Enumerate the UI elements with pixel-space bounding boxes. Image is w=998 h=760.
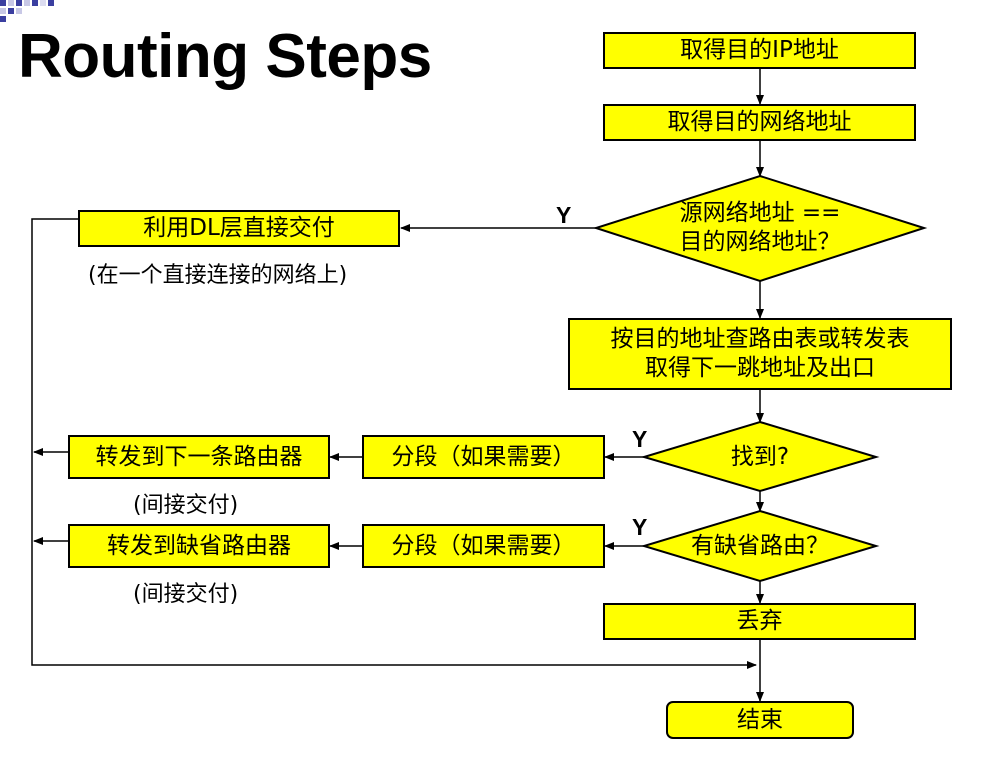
decision-default-route-label: 有缺省路由？: [691, 532, 829, 559]
step-fragment-1-label: 分段（如果需要）: [391, 443, 576, 470]
step-end-label: 结束: [737, 706, 783, 733]
direct-delivery-note: (在一个直接连接的网络上): [88, 263, 348, 288]
corner-decoration: [0, 0, 54, 22]
step-direct-delivery-label: 利用DL层直接交付: [143, 215, 335, 242]
step-lookup-line-2: 取得下一跳地址及出口: [645, 355, 875, 381]
step-forward-default-router: 转发到缺省路由器: [68, 524, 330, 568]
step-lookup-line-1: 按目的地址查路由表或转发表: [610, 326, 910, 353]
decision-default-route-text: 有缺省路由？: [660, 528, 860, 564]
decision-same-network-line-2: 目的网络地址？: [679, 229, 841, 255]
step-get-dest-network: 取得目的网络地址: [603, 104, 916, 141]
step-direct-delivery: 利用DL层直接交付: [78, 210, 400, 247]
page-title: Routing Steps: [18, 22, 432, 91]
step-lookup-routing-table: 按目的地址查路由表或转发表 取得下一跳地址及出口: [568, 318, 952, 390]
step-fragment-2: 分段（如果需要）: [362, 524, 605, 568]
decision-found-text: 找到?: [680, 439, 840, 475]
decision-same-network-line-1: 源网络地址 ==: [679, 200, 841, 227]
step-get-dest-ip-label: 取得目的IP地址: [680, 37, 839, 64]
arrow-direct-delivery-to-end: [31, 218, 757, 669]
decision-same-network-text: 源网络地址 == 目的网络地址？: [640, 194, 880, 262]
step-fragment-1: 分段（如果需要）: [362, 435, 605, 479]
step-get-dest-ip: 取得目的IP地址: [603, 32, 916, 69]
forward-next-note: (间接交付): [133, 493, 239, 518]
yes-label-default-route: Y: [632, 514, 648, 540]
yes-label-same-network: Y: [556, 202, 572, 228]
step-end: 结束: [666, 701, 854, 739]
step-forward-next-router: 转发到下一条路由器: [68, 435, 330, 479]
step-forward-next-router-label: 转发到下一条路由器: [95, 443, 303, 470]
step-get-dest-network-label: 取得目的网络地址: [667, 109, 852, 136]
step-fragment-2-label: 分段（如果需要）: [391, 532, 576, 559]
yes-label-found: Y: [632, 426, 648, 452]
forward-default-note: (间接交付): [133, 582, 239, 607]
step-forward-default-router-label: 转发到缺省路由器: [107, 532, 291, 559]
step-discard: 丢弃: [603, 603, 916, 640]
decision-found-label: 找到?: [730, 443, 790, 470]
step-discard-label: 丢弃: [736, 608, 783, 635]
